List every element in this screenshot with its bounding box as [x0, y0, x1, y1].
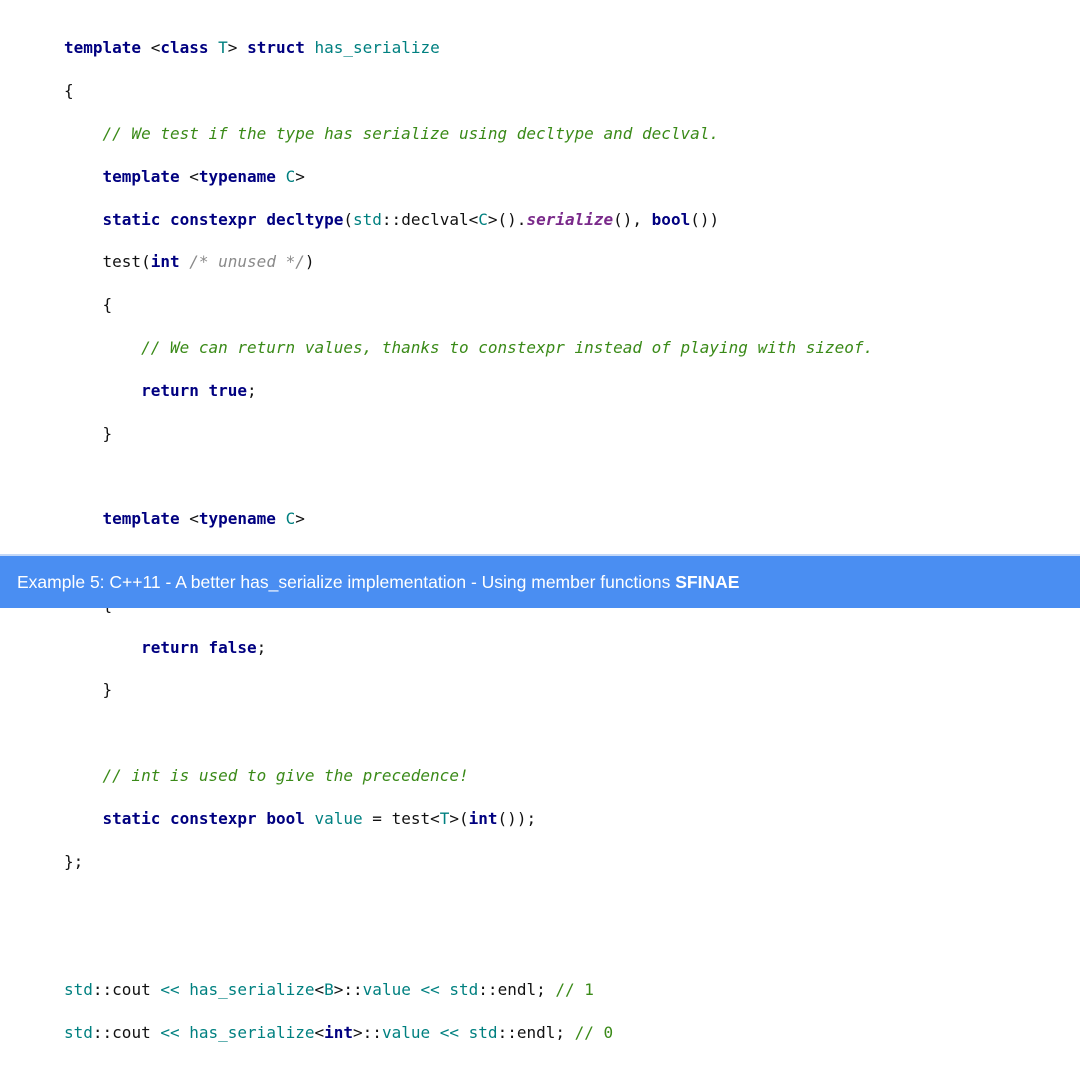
code-line: test(int /* unused */) — [102, 252, 315, 272]
namespace: std — [64, 979, 93, 999]
keyword: int — [468, 808, 498, 828]
keyword: return — [141, 637, 199, 657]
keyword: class — [160, 38, 209, 58]
struct-name: has_serialize — [189, 1022, 315, 1042]
identifier: cout — [112, 1022, 151, 1042]
code-line: }; — [64, 851, 84, 871]
keyword: typename — [198, 509, 276, 529]
code-line: return false; — [141, 637, 267, 657]
type-name: T — [218, 38, 228, 58]
code-line: // We can return values, thanks to const… — [64, 337, 873, 358]
member-function: serialize — [526, 209, 614, 229]
function-name: declval — [401, 209, 469, 229]
struct-name: has_serialize — [314, 38, 440, 58]
identifier: endl — [516, 1022, 556, 1042]
code-line: // We test if the type has serialize usi… — [64, 123, 873, 144]
comment: // 0 — [574, 1022, 614, 1042]
comment: // int is used to give the precedence! — [102, 765, 469, 785]
function-name: test — [102, 252, 142, 272]
struct-name: has_serialize — [189, 979, 315, 999]
code-line — [64, 722, 873, 743]
code-line: { — [64, 295, 113, 315]
namespace: std — [64, 1022, 93, 1042]
member-name: value — [381, 1022, 431, 1042]
keyword: bool — [266, 808, 305, 828]
namespace: std — [468, 1022, 498, 1042]
code-line: static constexpr bool value = test<T>(in… — [102, 808, 537, 828]
type-name: C — [285, 509, 296, 529]
code-line: template <typename C> — [102, 509, 305, 529]
type-name: C — [478, 209, 488, 229]
identifier: endl — [497, 979, 537, 999]
keyword: typename — [198, 166, 276, 186]
footer-bar: Example 5: C++11 - A better has_serializ… — [0, 554, 1080, 608]
keyword: int — [324, 1022, 354, 1042]
keyword: static — [102, 808, 161, 828]
keyword: true — [208, 380, 248, 400]
code-line: { — [64, 81, 74, 101]
keyword: struct — [247, 38, 305, 58]
keyword: template — [102, 509, 180, 529]
keyword: false — [208, 637, 257, 657]
code-line: std::cout << has_serialize<int>::value <… — [64, 1022, 614, 1042]
identifier: cout — [112, 979, 151, 999]
namespace: std — [449, 979, 479, 999]
keyword: constexpr — [169, 209, 257, 229]
code-block: template <class T> struct has_serialize … — [64, 16, 873, 1065]
code-line — [64, 465, 873, 486]
slide-title: Example 5: C++11 - A better has_serializ… — [17, 572, 739, 593]
namespace: std — [353, 209, 382, 229]
comment: // 1 — [555, 979, 594, 999]
keyword: int — [150, 252, 180, 272]
member-name: value — [314, 808, 363, 828]
code-line: } — [64, 423, 113, 443]
keyword: static — [102, 209, 161, 229]
keyword: decltype — [266, 209, 344, 229]
code-line: // int is used to give the precedence! — [64, 765, 873, 786]
function-name: test — [391, 808, 431, 828]
comment: // We can return values, thanks to const… — [141, 337, 874, 357]
comment: /* unused */ — [189, 252, 305, 272]
keyword: template — [64, 38, 142, 58]
code-line — [64, 893, 873, 914]
keyword: return — [141, 380, 199, 400]
type-name: B — [324, 979, 334, 999]
code-line: static constexpr decltype(std::declval<C… — [102, 209, 720, 229]
type-name: T — [439, 808, 450, 828]
slide-title-bold: SFINAE — [675, 572, 740, 592]
keyword: template — [102, 166, 180, 186]
code-line: template <typename C> — [102, 166, 305, 186]
code-line: return true; — [141, 380, 257, 400]
comment: // We test if the type has serialize usi… — [102, 124, 720, 143]
type-name: C — [285, 166, 296, 186]
slide-title-text: Example 5: C++11 - A better has_serializ… — [17, 572, 671, 592]
code-line: std::cout << has_serialize<B>::value << … — [64, 979, 594, 999]
code-line: } — [64, 680, 113, 700]
keyword: bool — [651, 209, 691, 229]
code-line: template <class T> struct has_serialize — [64, 38, 440, 58]
member-name: value — [362, 979, 411, 999]
keyword: constexpr — [169, 808, 257, 828]
code-line — [64, 936, 873, 957]
